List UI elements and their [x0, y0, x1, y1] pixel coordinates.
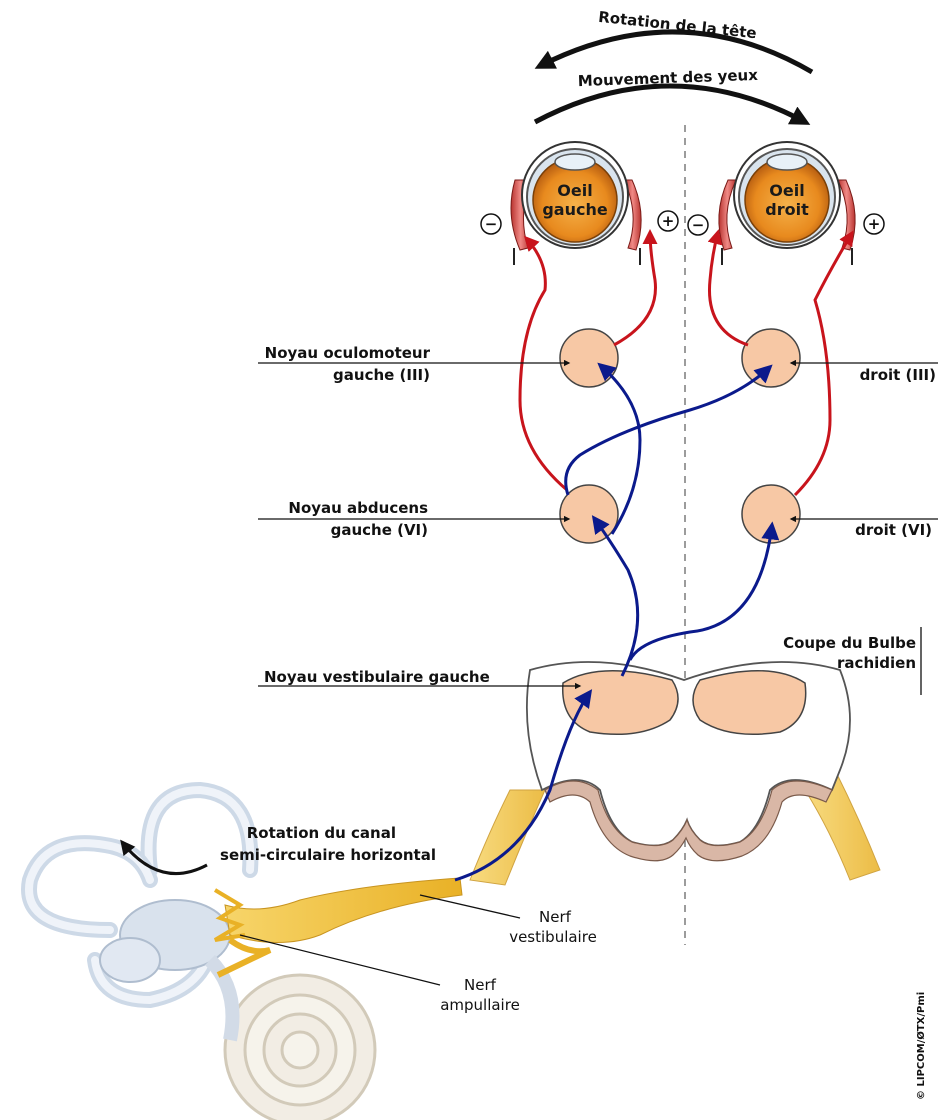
- canal-rotation-label-1: Rotation du canal: [247, 824, 396, 842]
- sign-minus-left: −: [480, 213, 502, 235]
- abducens-right-label: droit (VI): [855, 521, 932, 539]
- left-oculomotor-nucleus: [559, 328, 619, 388]
- copyright-label: © LIPCOM/ØTX/Pmi: [915, 992, 927, 1100]
- left-eye-lateral-muscle: [623, 179, 642, 251]
- medulla-label-2: rachidien: [837, 654, 916, 672]
- vestibular-pathways: [454, 362, 780, 882]
- motor-pathways: [518, 229, 854, 497]
- svg-text:+: +: [868, 215, 881, 233]
- ampullary-nerve-label-1: Nerf: [464, 976, 497, 994]
- right-vestibular-nucleus: [692, 669, 807, 736]
- abducens-left-label-2: gauche (VI): [331, 521, 428, 539]
- inner-ear: [21, 781, 377, 1120]
- vestibular-nucleus-label: Noyau vestibulaire gauche: [264, 668, 490, 686]
- oculomotor-left-label-2: gauche (III): [333, 366, 430, 384]
- left-eye-label-2: gauche: [542, 200, 608, 219]
- medulla-label-1: Coupe du Bulbe: [783, 634, 916, 652]
- svg-text:−: −: [485, 215, 498, 233]
- sign-plus-left: +: [657, 210, 679, 232]
- right-eye-medial-muscle: [718, 179, 737, 251]
- right-eye-label-2: droit: [765, 200, 809, 219]
- sign-plus-right: +: [863, 213, 885, 235]
- vestibular-nerve-label-1: Nerf: [539, 908, 572, 926]
- eye-movement-label: Mouvement des yeux: [578, 66, 759, 90]
- right-oculomotor-nucleus: [741, 328, 801, 388]
- svg-text:+: +: [662, 212, 675, 230]
- left-eye-label-1: Oeil: [557, 181, 592, 200]
- left-eye: Oeil gauche: [510, 141, 642, 265]
- oculomotor-left-label-1: Noyau oculomoteur: [265, 344, 431, 362]
- right-eye-label-1: Oeil: [769, 181, 804, 200]
- sign-minus-right: −: [687, 214, 709, 236]
- vestibular-nerve-label-2: vestibulaire: [509, 928, 597, 946]
- oculomotor-right-label: droit (III): [860, 366, 936, 384]
- abducens-left-label-1: Noyau abducens: [288, 499, 428, 517]
- right-abducens-nucleus: [741, 484, 801, 544]
- canal-rotation-arrow: [120, 839, 208, 876]
- eye-movement-arrow: [533, 83, 811, 125]
- canal-rotation-label-2: semi-circulaire horizontal: [220, 846, 436, 864]
- medulla-section: [469, 661, 881, 886]
- ampullary-nerve-label-2: ampullaire: [440, 996, 520, 1014]
- vestibular-nerve: [213, 877, 463, 978]
- leader-lines: [239, 359, 938, 986]
- head-rotation-arrow: [534, 29, 814, 75]
- right-eye: Oeil droit: [718, 141, 856, 265]
- left-vestibular-nucleus: [561, 669, 679, 736]
- svg-text:−: −: [692, 216, 705, 234]
